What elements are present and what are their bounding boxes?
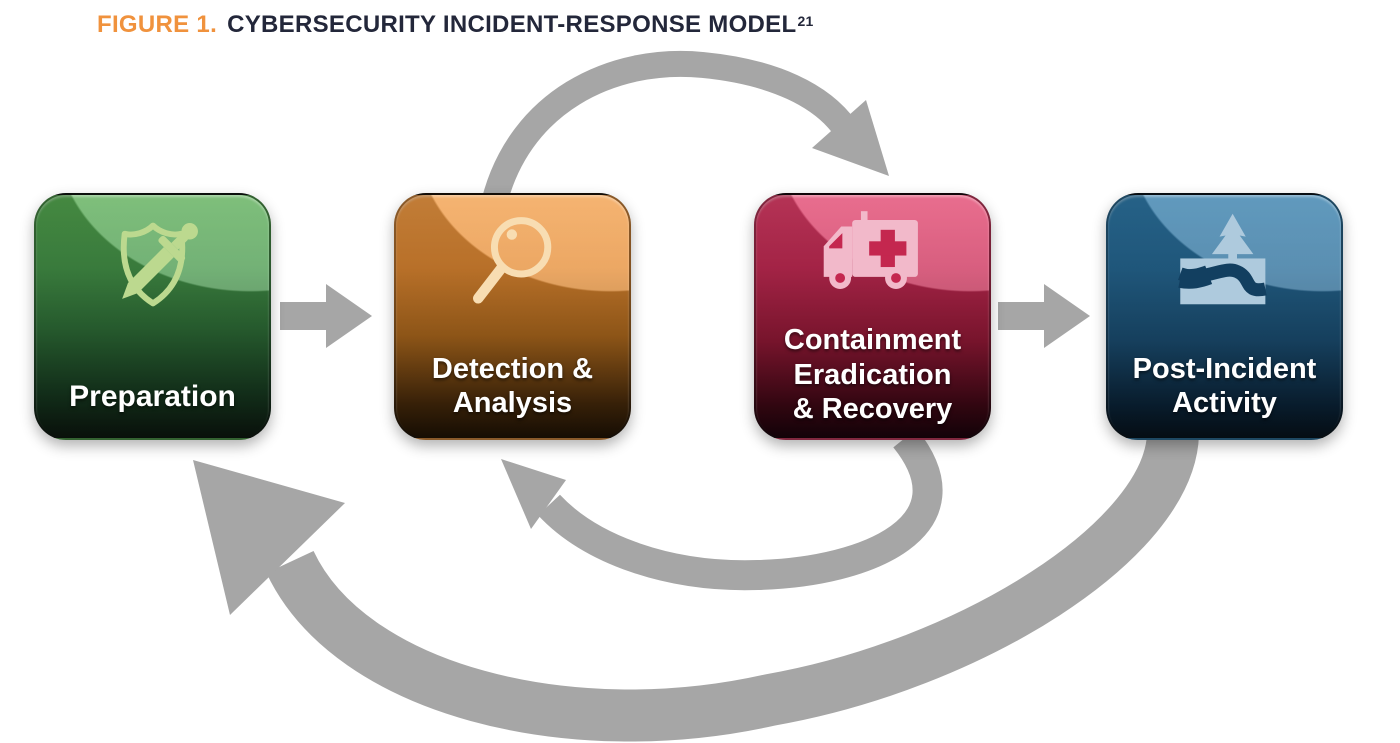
- arrowhead-postincident-to-preparation: [193, 460, 345, 615]
- stage-label: Preparation: [69, 379, 236, 413]
- stage-label: Detection & Analysis: [431, 352, 594, 419]
- stage-post-incident-activity: Post-Incident Activity: [1106, 193, 1343, 440]
- stage-preparation: Preparation: [34, 193, 271, 440]
- stage-containment-eradication-recovery: Containment Eradication & Recovery: [754, 193, 991, 440]
- figure-title: FIGURE 1. CYBERSECURITY INCIDENT-RESPONSE…: [97, 11, 814, 39]
- figure-title-text: CYBERSECURITY INCIDENT-RESPONSE MODEL: [227, 11, 797, 38]
- arrow-containment-to-detection-arc: [538, 428, 943, 591]
- magnifying-glass-icon: [455, 195, 571, 352]
- stage-label: Containment Eradication & Recovery: [783, 324, 962, 425]
- footnote-reference: 21: [797, 13, 814, 29]
- arrowhead-containment-to-detection: [501, 459, 566, 529]
- arrow-postincident-to-preparation-arc: [266, 431, 1199, 742]
- figure-label: FIGURE 1.: [97, 11, 218, 38]
- arrow-containment-to-postincident: [998, 284, 1090, 348]
- stage-label: Post-Incident Activity: [1132, 352, 1317, 419]
- tree-path-icon: [1165, 195, 1285, 352]
- arrow-preparation-to-detection: [280, 284, 372, 348]
- shield-sword-icon: [94, 195, 212, 379]
- stage-detection-analysis: Detection & Analysis: [394, 193, 631, 440]
- ambulance-icon: [812, 195, 934, 323]
- arrowhead-detection-to-containment: [812, 100, 889, 176]
- arrow-detection-to-containment-arc: [479, 50, 856, 215]
